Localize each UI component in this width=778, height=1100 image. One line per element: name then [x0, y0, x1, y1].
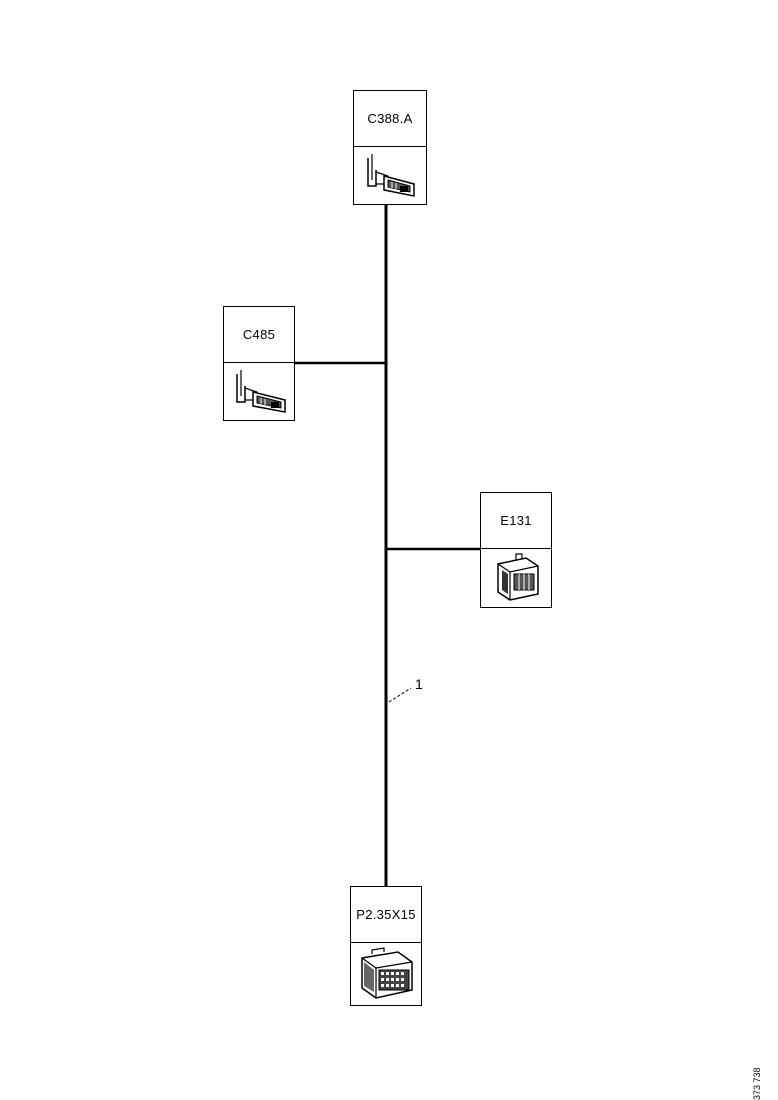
connector-e131[interactable]: E131 [480, 492, 552, 608]
connector-p2-35x15[interactable]: P2.35X15 [350, 886, 422, 1006]
connector-plug-icon [224, 363, 294, 420]
connector-housing-icon [481, 549, 551, 607]
connector-c485[interactable]: C485 [223, 306, 295, 421]
harness-callout-number: 1 [415, 676, 423, 692]
connector-label: C485 [224, 307, 294, 363]
multi-pin-connector-icon [351, 943, 421, 1005]
connector-label: E131 [481, 493, 551, 549]
connector-plug-icon [354, 147, 426, 204]
callout-leader [388, 687, 412, 703]
document-reference: 373 738 [752, 1067, 762, 1100]
connector-label: P2.35X15 [351, 887, 421, 943]
connector-label: C388.A [354, 91, 426, 147]
connector-c388a[interactable]: C388.A [353, 90, 427, 205]
